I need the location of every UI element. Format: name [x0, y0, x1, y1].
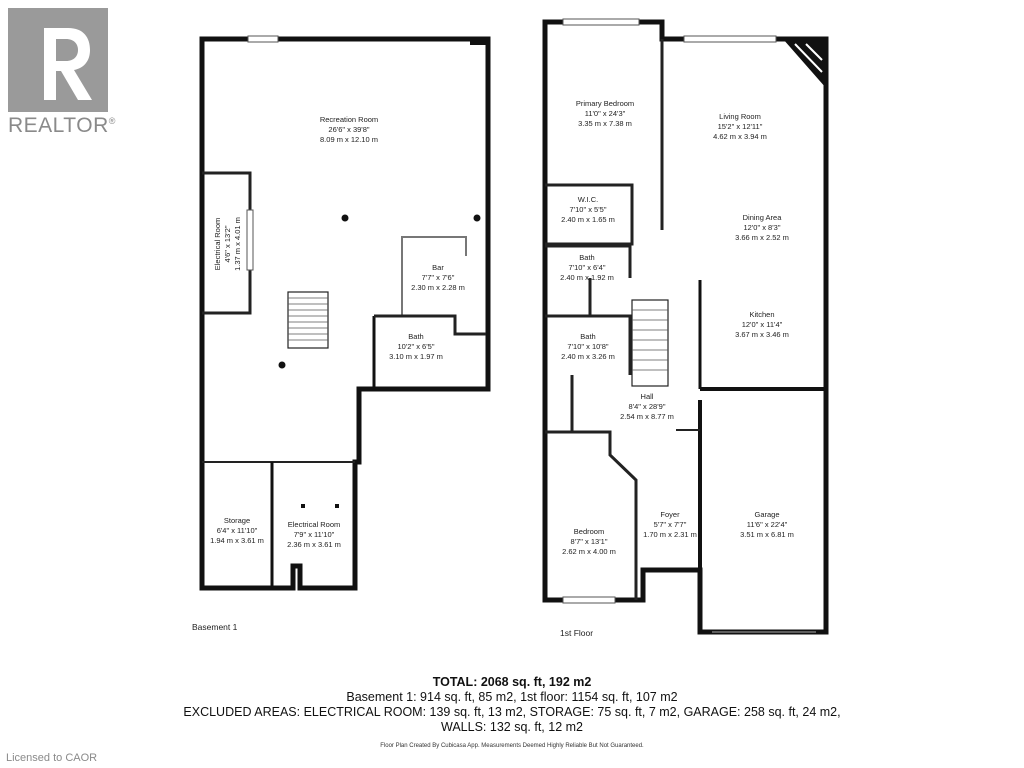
room-name-bedroom: Bedroom: [574, 527, 604, 536]
realtor-logo-mark: [8, 8, 108, 112]
area-summary: TOTAL: 2068 sq. ft, 192 m2 Basement 1: 9…: [0, 675, 1024, 735]
room-imperial-storage: 6'4" x 11'10": [217, 526, 258, 535]
first-floor-plan: [542, 18, 829, 635]
total-area: TOTAL: 2068 sq. ft, 192 m2: [432, 675, 592, 689]
room-metric-bath-lower: 2.40 m x 3.26 m: [561, 352, 615, 361]
room-metric-living: 4.62 m x 3.94 m: [713, 132, 767, 141]
room-metric-recreation: 8.09 m x 12.10 m: [320, 135, 378, 144]
room-name-primary-bedroom: Primary Bedroom: [576, 99, 634, 108]
room-imperial-living: 15'2" x 12'11": [718, 122, 763, 131]
basement-label: Basement 1: [192, 622, 238, 632]
room-name-kitchen: Kitchen: [749, 310, 774, 319]
room-name-bath-lower: Bath: [580, 332, 595, 341]
room-metric-bar: 2.30 m x 2.28 m: [411, 283, 465, 292]
first-floor-label: 1st Floor: [560, 628, 593, 638]
room-metric-kitchen: 3.67 m x 3.46 m: [735, 330, 789, 339]
room-imperial-bath-upper: 7'10" x 6'4": [569, 263, 606, 272]
room-imperial-electrical-basement: 4'6" x 13'2": [223, 225, 232, 262]
room-name-electrical-basement: Electrical Room: [213, 218, 222, 271]
realtor-logo-text: REALTOR®: [8, 114, 116, 137]
room-metric-dining: 3.66 m x 2.52 m: [735, 233, 789, 242]
room-metric-electrical-room2: 2.36 m x 3.61 m: [287, 540, 341, 549]
room-name-storage: Storage: [224, 516, 250, 525]
room-name-garage: Garage: [754, 510, 779, 519]
room-imperial-bath-lower: 7'10" x 10'8": [567, 342, 608, 351]
svg-text:W.I.C.7'10" x 5'5"2.40 m x 1.6: W.I.C.7'10" x 5'5"2.40 m x 1.65 m: [561, 195, 615, 224]
room-metric-electrical-basement: 1.37 m x 4.01 m: [233, 217, 242, 271]
svg-text:Electrical Room4'6" x 13'2"1.3: Electrical Room4'6" x 13'2"1.37 m x 4.01…: [213, 217, 242, 271]
room-metric-hall: 2.54 m x 8.77 m: [620, 412, 674, 421]
basement-plan: [199, 35, 491, 591]
room-metric-bedroom: 2.62 m x 4.00 m: [562, 547, 616, 556]
room-imperial-electrical-room2: 7'9" x 11'10": [294, 530, 335, 539]
credit-note: Floor Plan Created By Cubicasa App. Meas…: [380, 743, 644, 749]
room-metric-foyer: 1.70 m x 2.31 m: [643, 530, 697, 539]
room-metric-bath-upper: 2.40 m x 1.92 m: [560, 273, 614, 282]
room-metric-wic: 2.40 m x 1.65 m: [561, 215, 615, 224]
room-name-bath-basement: Bath: [408, 332, 423, 341]
room-imperial-kitchen: 12'0" x 11'4": [742, 320, 783, 329]
room-name-wic: W.I.C.: [578, 195, 598, 204]
room-name-recreation: Recreation Room: [320, 115, 378, 124]
licence-watermark: Licensed to CAOR: [6, 752, 98, 764]
realtor-logo: REALTOR®: [8, 8, 116, 138]
floor-areas: Basement 1: 914 sq. ft, 85 m2, 1st floor…: [346, 690, 678, 704]
room-imperial-primary-bedroom: 11'0" x 24'3": [585, 109, 626, 118]
room-imperial-foyer: 5'7" x 7'7": [654, 520, 687, 529]
room-name-bar: Bar: [432, 263, 444, 272]
room-metric-primary-bedroom: 3.35 m x 7.38 m: [578, 119, 632, 128]
room-imperial-hall: 8'4" x 28'9": [629, 402, 666, 411]
room-name-hall: Hall: [641, 392, 654, 401]
room-imperial-dining: 12'0" x 8'3": [744, 223, 781, 232]
room-imperial-bar: 7'7" x 7'6": [422, 273, 455, 282]
room-metric-bath-basement: 3.10 m x 1.97 m: [389, 352, 443, 361]
room-name-living: Living Room: [719, 112, 761, 121]
room-name-electrical-room2: Electrical Room: [288, 520, 341, 529]
room-name-foyer: Foyer: [660, 510, 680, 519]
room-imperial-bedroom: 8'7" x 13'1": [571, 537, 608, 546]
room-metric-storage: 1.94 m x 3.61 m: [210, 536, 264, 545]
room-metric-garage: 3.51 m x 6.81 m: [740, 530, 794, 539]
room-imperial-wic: 7'10" x 5'5": [570, 205, 607, 214]
room-name-dining: Dining Area: [743, 213, 783, 222]
excluded-areas: EXCLUDED AREAS: ELECTRICAL ROOM: 139 sq.…: [183, 705, 841, 719]
room-name-bath-upper: Bath: [579, 253, 594, 262]
room-imperial-bath-basement: 10'2" x 6'5": [398, 342, 435, 351]
walls-area: WALLS: 132 sq. ft, 12 m2: [441, 720, 583, 734]
room-imperial-garage: 11'6" x 22'4": [747, 520, 788, 529]
room-imperial-recreation: 26'6" x 39'8": [328, 125, 369, 134]
